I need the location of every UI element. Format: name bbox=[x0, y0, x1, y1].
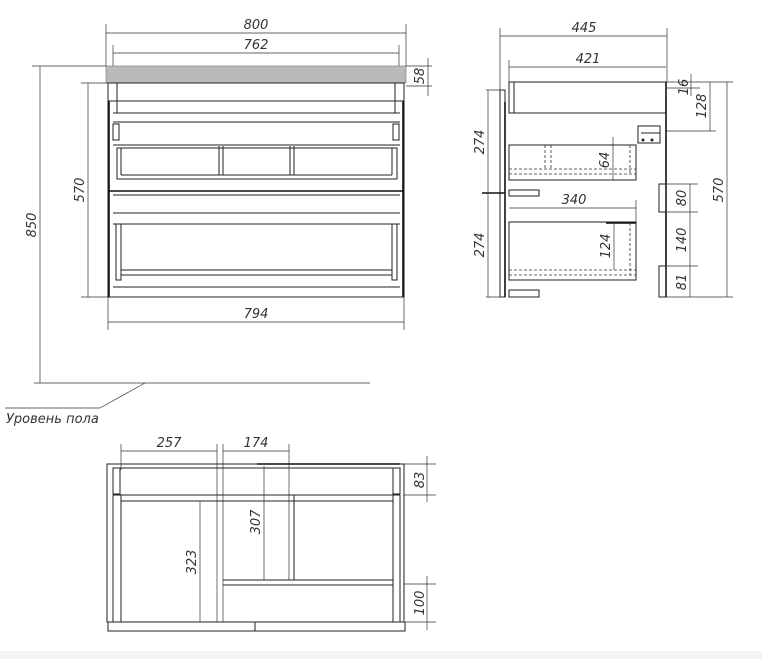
side-organizer bbox=[508, 144, 637, 181]
bottom-body bbox=[106, 463, 405, 623]
dim-countertop-height: 58 bbox=[413, 68, 428, 85]
side-top-drawer bbox=[508, 81, 667, 114]
drawer-organizer bbox=[112, 123, 400, 180]
dim-organizer-height: 64 bbox=[598, 152, 613, 169]
dim-front-lower: 274 bbox=[473, 233, 488, 258]
dim-top-band: 83 bbox=[413, 472, 428, 489]
dim-depth-inner: 421 bbox=[576, 52, 601, 67]
dim-side-height: 570 bbox=[712, 178, 727, 203]
dim-bottom-shelf: 100 bbox=[413, 591, 428, 616]
dim-mount-c: 81 bbox=[675, 274, 690, 291]
dim-middle-height: 307 bbox=[249, 509, 264, 535]
footer-strip bbox=[0, 651, 762, 659]
side-view: 445 421 274 274 16 128 570 64 bbox=[473, 21, 733, 298]
bracket bbox=[637, 125, 661, 144]
dim-left-height: 323 bbox=[185, 550, 200, 575]
dim-left-width: 257 bbox=[157, 436, 183, 451]
front-view: 800 762 58 850 570 bbox=[5, 18, 432, 427]
dim-height-total: 850 bbox=[25, 213, 40, 238]
wall-mount-upper bbox=[658, 183, 667, 213]
dim-drawer-depth: 340 bbox=[562, 193, 587, 208]
countertop bbox=[105, 65, 407, 84]
dim-mount-a: 80 bbox=[675, 190, 690, 207]
dim-width-inner: 762 bbox=[244, 38, 269, 53]
dim-front-upper: 274 bbox=[473, 130, 488, 155]
wall-mount-lower bbox=[658, 265, 667, 298]
floor-level-label: Уровень пола bbox=[6, 412, 99, 427]
dim-cabinet-height: 570 bbox=[73, 178, 88, 203]
dim-top-drawer-height: 128 bbox=[695, 94, 710, 119]
dim-width-total: 800 bbox=[244, 18, 269, 33]
dim-top-gap: 16 bbox=[677, 79, 692, 96]
cabinet-body bbox=[107, 82, 405, 298]
dim-cabinet-width: 794 bbox=[244, 307, 269, 322]
dim-mount-b: 140 bbox=[675, 228, 690, 253]
dim-middle-width: 174 bbox=[244, 436, 269, 451]
side-lower-drawer bbox=[508, 221, 637, 281]
dim-lower-drawer-side: 124 bbox=[599, 234, 614, 259]
bottom-view: 257 174 307 323 83 100 bbox=[106, 436, 436, 632]
lower-drawer bbox=[113, 194, 400, 288]
dim-depth-total: 445 bbox=[572, 21, 597, 36]
